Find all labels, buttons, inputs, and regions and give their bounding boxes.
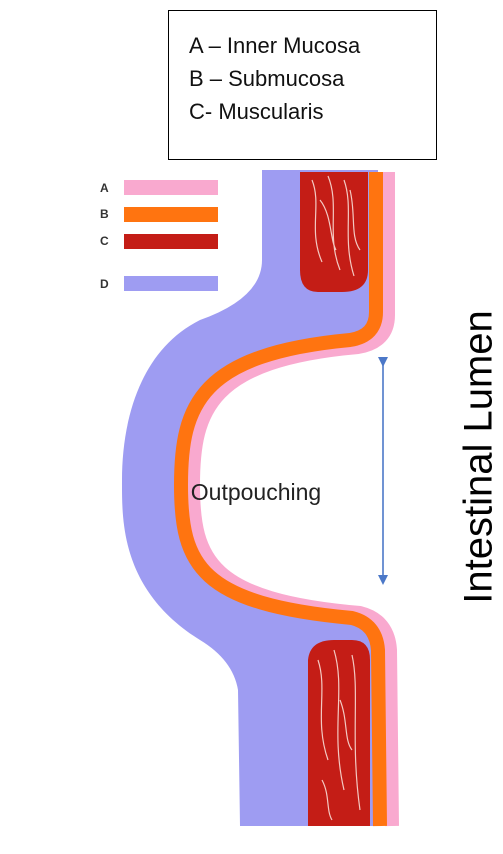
key-line-inner-mucosa: A – Inner Mucosa — [189, 29, 436, 62]
muscularis-upper-block — [300, 172, 368, 292]
legend-letter-c: C — [100, 234, 109, 248]
legend-swatch-a — [124, 180, 218, 195]
key-line-submucosa: B – Submucosa — [189, 62, 436, 95]
legend-letter-b: B — [100, 207, 109, 221]
legend-swatch-b — [124, 207, 218, 222]
outpouching-label: Outpouching — [191, 479, 321, 505]
legend-letter-a: A — [100, 181, 109, 195]
layer-key-box: A – Inner Mucosa B – Submucosa C- Muscul… — [168, 10, 437, 160]
intestinal-lumen-label: Intestinal Lumen — [457, 310, 502, 604]
muscularis-lower-block — [308, 640, 370, 826]
legend-letter-d: D — [100, 277, 109, 291]
layer-legend: A B C D — [100, 180, 218, 291]
legend-swatch-c — [124, 234, 218, 249]
legend-swatch-d — [124, 276, 218, 291]
key-line-muscularis: C- Muscularis — [189, 95, 436, 128]
